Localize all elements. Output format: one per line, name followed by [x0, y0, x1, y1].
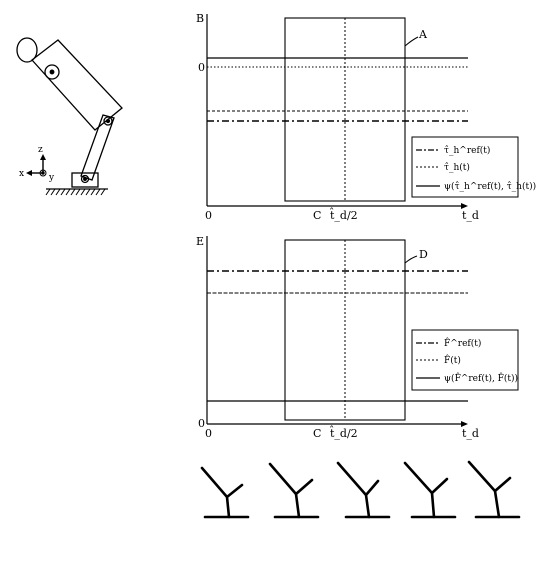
bottom-y-zero: 0: [198, 417, 205, 430]
robot-head: [16, 37, 38, 63]
robot-foot: [71, 172, 99, 188]
bottom-x-arrow: [461, 421, 468, 427]
axis-y-label: y: [48, 173, 55, 183]
top-callout-label: A: [418, 28, 428, 41]
leg-pose: [467, 460, 521, 519]
top-x-axis-label: t_d: [462, 209, 479, 222]
leg-pose: [268, 462, 320, 519]
leg-pose-sequence: [200, 460, 521, 519]
top-x-zero: 0: [205, 209, 212, 222]
top-y-marker: B: [196, 12, 204, 25]
top-x-mid-label: t̂_d/2: [329, 208, 357, 222]
bottom-callout-line: [404, 255, 418, 264]
hip-joint: [44, 64, 60, 80]
top-legend-meas-text: τ̂_h(t): [444, 162, 470, 173]
top-x-mid-prefix: C: [313, 209, 321, 222]
robot-torso: [31, 39, 123, 131]
ground-hatch: [45, 188, 106, 196]
top-plot: A B 0 0 C t̂_d/2 t_d τ̂_h^ref(t) τ̂_h(t)…: [196, 12, 536, 222]
top-callout-line: [404, 36, 419, 47]
top-window-rect: [284, 17, 406, 202]
bottom-legend-meas-text: F̂(t): [444, 354, 461, 366]
top-legend-ref-text: τ̂_h^ref(t): [444, 145, 490, 156]
bottom-callout-label: D: [419, 248, 428, 261]
knee-joint: [103, 116, 113, 126]
bottom-x-zero: 0: [205, 427, 212, 440]
top-x-arrow: [461, 203, 468, 209]
bottom-plot: D E 0 0 C t̂_d/2 t_d F̂^ref(t) F̂(t) ψ(F…: [196, 235, 519, 440]
bottom-x-mid-label: t̂_d/2: [329, 426, 357, 440]
bottom-x-axis-label: t_d: [462, 427, 479, 440]
bottom-legend-ref-text: F̂^ref(t): [444, 337, 481, 349]
bottom-y-marker: E: [196, 235, 204, 248]
coordinate-frame: [26, 154, 47, 177]
bottom-legend-psi-text: ψ(F̂^ref(t), F̂(t)): [444, 372, 518, 384]
robot-sketch: [16, 37, 123, 190]
bottom-x-mid-prefix: C: [313, 427, 321, 440]
ankle-joint: [80, 174, 90, 184]
leg-pose: [403, 461, 457, 519]
leg-pose: [336, 461, 391, 519]
axis-x-label: x: [19, 169, 24, 179]
top-legend-psi-text: ψ(τ̂_h^ref(t), τ̂_h(t)): [444, 181, 536, 192]
leg-pose: [200, 466, 250, 519]
axis-z-label: z: [38, 145, 43, 155]
top-y-zero: 0: [198, 61, 205, 74]
